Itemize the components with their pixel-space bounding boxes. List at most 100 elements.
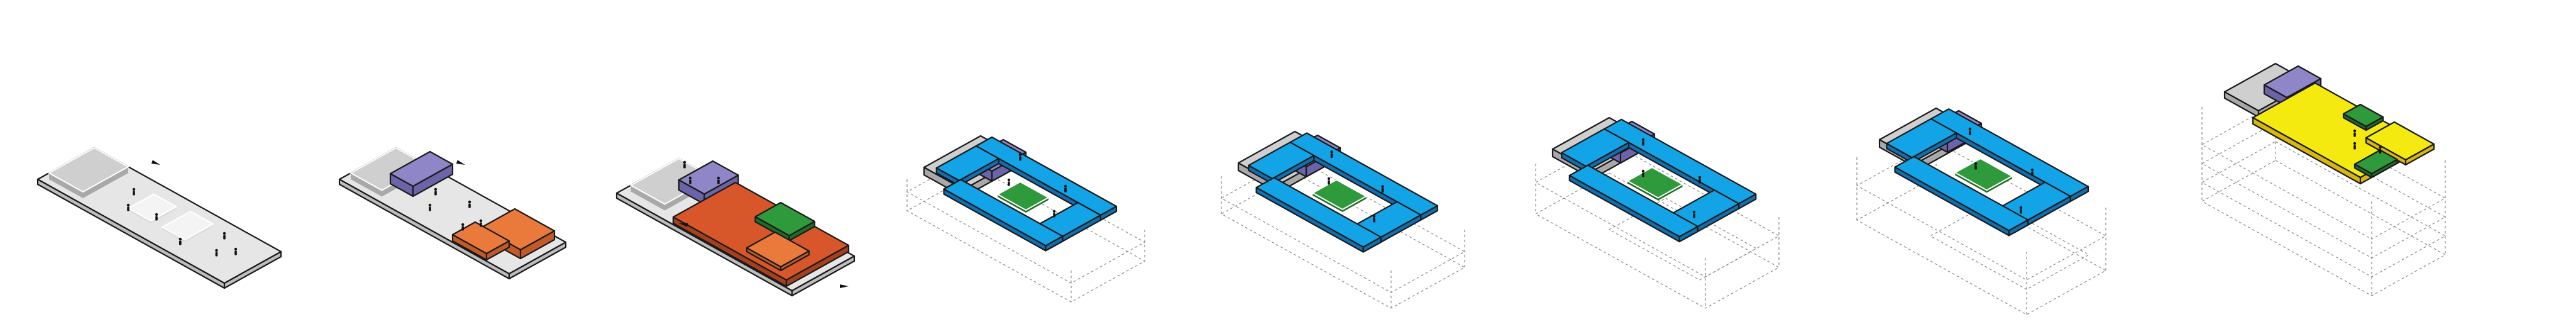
core-block [389, 150, 454, 198]
stage-8 [2201, 62, 2447, 296]
person-icon [434, 187, 438, 196]
car-bay-top [126, 193, 178, 222]
office-l1-wing-front [943, 179, 1064, 252]
office-l2-court [1311, 179, 1368, 212]
entry-arrow-icon [456, 160, 466, 167]
stage-6 [1534, 116, 1780, 309]
office-l3-court [1626, 166, 1684, 201]
person-icon [1064, 184, 1067, 193]
office-l1-wing-front-top [943, 179, 1064, 247]
person-icon [223, 232, 226, 240]
person-icon [468, 200, 471, 208]
office-l2-court-top [1311, 179, 1368, 211]
office-l3-wing-front [1568, 164, 1698, 243]
retail-block-2-top [451, 221, 510, 255]
car-bay-2-top [160, 210, 215, 241]
person-icon [2379, 146, 2382, 154]
core-block-top [2263, 65, 2322, 99]
ghost-floor-2 [1608, 198, 1758, 281]
arrow-icon [840, 284, 849, 288]
person-icon [234, 247, 238, 255]
ghost-floor-1-outline [2201, 160, 2447, 296]
office-l1-court-top [996, 181, 1050, 211]
ramp-block-top [47, 147, 130, 193]
person-icon [215, 249, 218, 257]
person-icon [479, 219, 483, 227]
person-icon [461, 223, 465, 231]
person-icon [1381, 185, 1384, 193]
person-icon [1052, 209, 1056, 218]
ramp-block-side-front [630, 185, 665, 211]
entry-arrow-icon [151, 160, 162, 167]
office-l3-court-top [1626, 166, 1684, 199]
person-icon [1327, 177, 1331, 185]
person-icon [683, 160, 686, 169]
ghost-floor-3 [1534, 141, 1780, 277]
office-l3-wing-left [1561, 128, 1630, 172]
ghost-floor-2-outline [1608, 198, 1758, 281]
person-icon [2353, 142, 2357, 150]
person-icon [132, 187, 136, 196]
roof-garden-top [2342, 103, 2384, 128]
ghost-floor-1-outline [1856, 176, 2107, 315]
ghost-floor-3-outline [1856, 141, 2107, 281]
ghost-floor-3-outline [1534, 141, 1780, 277]
roof-floor-wing-top [2365, 121, 2435, 161]
person-icon [1372, 215, 1376, 223]
person-icon [2353, 129, 2357, 137]
office-l4-court [1954, 157, 2014, 193]
ramp-block-side-front [351, 173, 382, 197]
person-icon [1330, 150, 1333, 158]
person-icon [126, 203, 130, 211]
person-icon [155, 213, 158, 221]
office-l1-court [996, 181, 1050, 213]
ghost-floor-3 [1856, 141, 2107, 281]
office-l2-wing-front [1255, 177, 1382, 253]
person-icon [428, 203, 432, 211]
retail-sub-top [746, 231, 810, 268]
retail-block-2 [451, 221, 510, 261]
person-icon [2019, 206, 2023, 214]
roof-garden-2 [2353, 149, 2398, 179]
person-icon [717, 176, 720, 184]
stages-group [36, 62, 2447, 315]
core-block-top [678, 160, 739, 195]
ghost-floor-1 [1856, 176, 2107, 315]
person-icon [1007, 178, 1011, 186]
core-block-top [389, 150, 454, 187]
retail-sub [746, 231, 810, 272]
person-icon [1692, 210, 1696, 218]
person-icon [179, 237, 182, 245]
office-l4-wing-front-top [1894, 155, 2029, 232]
person-icon [1968, 127, 1972, 135]
ghost-floor-1 [2201, 160, 2447, 296]
person-icon [1974, 162, 1978, 170]
stage-1 [36, 147, 282, 289]
retail-block-top [480, 208, 556, 251]
person-icon [1698, 176, 1702, 184]
ghost-floor-1 [1534, 172, 1780, 309]
green-court-top [754, 201, 816, 237]
stage-7 [1856, 107, 2107, 315]
stage-3 [615, 157, 856, 297]
office-l2-wing-front-top [1255, 177, 1382, 248]
ramp-block-side-front [49, 173, 83, 198]
person-icon [1641, 138, 1645, 146]
ghost-floor-1-outline [1534, 172, 1780, 309]
roof-garden-2-top [2353, 149, 2398, 175]
office-l4-court-top [1954, 157, 2014, 191]
ramp-block-side-right [83, 167, 128, 198]
office-l4-wing-front [1894, 155, 2029, 237]
office-l4-wing-left [1886, 118, 1957, 164]
office-l2-wing-left [1248, 142, 1315, 184]
person-icon [1641, 169, 1645, 177]
stage-5 [1220, 130, 1466, 309]
stage-2 [338, 147, 567, 280]
office-l3-wing-front-top [1568, 164, 1698, 238]
stage-4 [906, 135, 1146, 303]
roof-garden [2342, 103, 2384, 131]
ramp-block [47, 147, 130, 198]
person-icon [688, 176, 692, 184]
roof-floor-wing [2365, 121, 2435, 166]
